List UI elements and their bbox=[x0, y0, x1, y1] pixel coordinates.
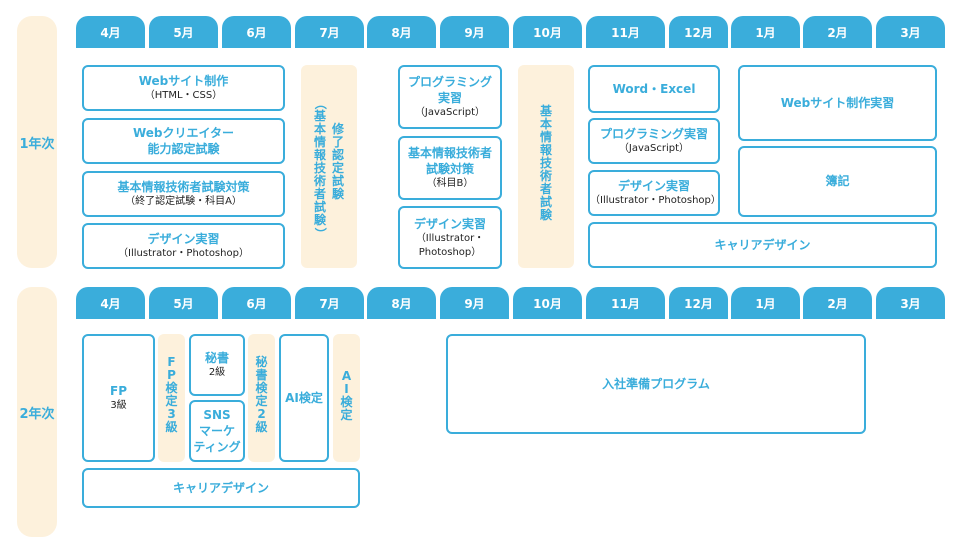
month-tab: 5月 bbox=[149, 287, 218, 319]
course-fe-exam-prep-b: 基本情報技術者 試験対策 （科目B） bbox=[398, 136, 502, 200]
course-bookkeeping: 簿記 bbox=[738, 146, 937, 217]
course-fe-exam-prep-a: 基本情報技術者試験対策 （終了認定試験・科目A） bbox=[82, 171, 285, 217]
month-tab: 3月 bbox=[876, 16, 945, 48]
month-tab: 4月 bbox=[76, 16, 145, 48]
month-tab: 7月 bbox=[295, 16, 364, 48]
month-tab: 5月 bbox=[149, 16, 218, 48]
course-web-creator-exam: Webクリエイター 能力認定試験 bbox=[82, 118, 285, 164]
course-web-site: Webサイト制作 （HTML・CSS） bbox=[82, 65, 285, 111]
course-sns-marketing: SNS マーケ ティング bbox=[189, 400, 245, 462]
course-programming-practice: プログラミング 実習 （JavaScript） bbox=[398, 65, 502, 129]
month-tab: 1月 bbox=[731, 287, 800, 319]
month-tab: 4月 bbox=[76, 287, 145, 319]
course-word-excel: Word・Excel bbox=[588, 65, 720, 113]
month-tab: 9月 bbox=[440, 16, 509, 48]
month-tab: 10月 bbox=[513, 16, 582, 48]
month-tab: 9月 bbox=[440, 287, 509, 319]
course-design-practice-3: デザイン実習 （Illustrator・Photoshop） bbox=[588, 170, 721, 216]
month-tab: 8月 bbox=[367, 16, 436, 48]
course-secretary: 秘書 2級 bbox=[189, 334, 245, 396]
year-label-2: 2年次 bbox=[17, 287, 57, 537]
course-design-practice: デザイン実習 （Illustrator・Photoshop） bbox=[82, 223, 285, 269]
month-tab: 12月 bbox=[669, 287, 728, 319]
exam-sub-label: （ 基 本 情 報 技 術 者 試 験 ） bbox=[313, 97, 328, 240]
course-programming-practice-2: プログラミング実習 （JavaScript） bbox=[588, 118, 720, 164]
exam-fe-column: 基 本 情 報 技 術 者 試 験 bbox=[518, 65, 574, 268]
month-tab: 11月 bbox=[586, 287, 665, 319]
course-web-site-practice: Webサイト制作実習 bbox=[738, 65, 937, 141]
exam-main-label: 修 了 認 定 試 験 bbox=[332, 122, 345, 201]
month-tab: 12月 bbox=[669, 16, 728, 48]
month-tab: 11月 bbox=[586, 16, 665, 48]
month-tab: 3月 bbox=[876, 287, 945, 319]
exam-fe-label: 基 本 情 報 技 術 者 試 験 bbox=[539, 104, 552, 222]
month-tab: 7月 bbox=[295, 287, 364, 319]
course-career-design-1: キャリアデザイン bbox=[588, 222, 937, 268]
month-tab: 8月 bbox=[367, 287, 436, 319]
month-tab: 2月 bbox=[803, 287, 872, 319]
month-tab: 2月 bbox=[803, 16, 872, 48]
exam-secretary: 秘 書 検 定 2 級 bbox=[248, 334, 275, 462]
month-tab: 10月 bbox=[513, 287, 582, 319]
year-label-1: 1年次 bbox=[17, 16, 57, 268]
month-tab: 6月 bbox=[222, 16, 291, 48]
month-tab: 1月 bbox=[731, 16, 800, 48]
exam-completion-column: 修 了 認 定 試 験 （ 基 本 情 報 技 術 者 試 験 ） bbox=[301, 65, 357, 268]
exam-ai: A I 検 定 bbox=[333, 334, 360, 462]
exam-fp: F P 検 定 3 級 bbox=[158, 334, 185, 462]
course-design-practice-2: デザイン実習 （Illustrator・ Photoshop） bbox=[398, 206, 502, 269]
course-career-design-2: キャリアデザイン bbox=[82, 468, 360, 508]
course-onboarding-program: 入社準備プログラム bbox=[446, 334, 866, 434]
month-tab: 6月 bbox=[222, 287, 291, 319]
course-ai-exam: AI検定 bbox=[279, 334, 329, 462]
course-fp: FP 3級 bbox=[82, 334, 155, 462]
